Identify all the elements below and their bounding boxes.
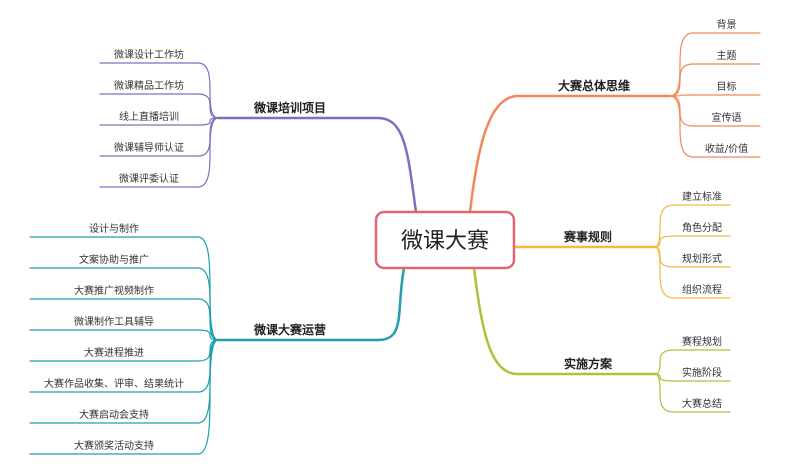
leaf-node[interactable]: 目标 — [717, 81, 737, 93]
branch-connector — [376, 116, 418, 214]
leaf-connector — [197, 298, 219, 341]
leaf-label: 大赛总结 — [682, 397, 722, 410]
leaf-connector — [669, 95, 694, 127]
branch-label: 实施方案 — [564, 356, 613, 371]
leaf-label: 线上直播培训 — [119, 110, 179, 123]
branch-node-operation[interactable]: 微课大赛运营 — [253, 322, 326, 337]
leaf-connector — [654, 373, 675, 382]
leaf-connector — [197, 339, 219, 362]
leaf-node[interactable]: 微课制作工具辅导 — [74, 315, 154, 328]
leaf-node[interactable]: 微课辅导师认证 — [114, 141, 184, 154]
leaf-node[interactable]: 角色分配 — [682, 221, 722, 234]
leaf-node[interactable]: 组织流程 — [682, 283, 722, 296]
leaf-connector — [197, 117, 219, 126]
leaf-node[interactable]: 大赛作品收集、评审、结果统计 — [44, 377, 184, 390]
center-node[interactable]: 微课大赛 — [374, 210, 516, 270]
leaf-connector — [197, 329, 219, 341]
leaf-node[interactable]: 大赛进程推进 — [84, 346, 144, 359]
branch-connector — [468, 94, 520, 214]
leaf-label: 组织流程 — [682, 283, 722, 296]
leaf-connector — [654, 246, 675, 299]
leaf-label: 微课设计工作坊 — [114, 48, 184, 61]
leaf-label: 实施阶段 — [682, 366, 722, 379]
leaf-connector — [197, 62, 219, 119]
leaf-label: 微课精品工作坊 — [114, 79, 184, 92]
leaf-label: 大赛作品收集、评审、结果统计 — [44, 377, 184, 390]
leaf-connector — [669, 63, 694, 97]
center-node-box — [374, 210, 516, 270]
leaf-node[interactable]: 主题 — [717, 50, 737, 62]
leaf-label: 收益/价值 — [705, 142, 748, 155]
leaf-label: 大赛启动会支持 — [79, 408, 149, 421]
leaf-label: 微课制作工具辅导 — [74, 315, 154, 328]
leaf-connector — [197, 339, 219, 393]
leaf-node[interactable]: 背景 — [717, 18, 737, 31]
leaf-node[interactable]: 实施阶段 — [682, 366, 722, 379]
leaf-connector — [197, 236, 219, 341]
leaf-node[interactable]: 微课评委认证 — [119, 172, 179, 185]
branch-connector — [472, 266, 520, 376]
center-node-label: 微课大赛 — [401, 229, 489, 254]
leaf-node[interactable]: 线上直播培训 — [119, 110, 179, 123]
leaf-node[interactable]: 建立标准 — [682, 190, 722, 203]
leaf-label: 设计与制作 — [89, 222, 139, 235]
leaf-connector — [197, 93, 219, 119]
branch-node-training[interactable]: 微课培训项目 — [253, 100, 326, 115]
branch-connector — [376, 266, 406, 342]
leaf-connector — [654, 373, 675, 413]
leaf-node[interactable]: 微课设计工作坊 — [114, 48, 184, 61]
leaf-connector — [197, 117, 219, 188]
leaf-node[interactable]: 宣传语 — [712, 111, 742, 124]
leaf-node[interactable]: 赛程规划 — [682, 335, 722, 348]
leaf-label: 规划形式 — [682, 252, 722, 265]
leaf-label: 目标 — [717, 81, 737, 93]
leaf-connector — [654, 204, 675, 248]
leaf-connector — [669, 32, 694, 97]
branch-label: 微课培训项目 — [253, 100, 326, 115]
branch-label: 大赛总体思维 — [558, 78, 630, 93]
leaf-node[interactable]: 规划形式 — [682, 252, 722, 265]
leaf-label: 背景 — [717, 18, 737, 31]
leaf-node[interactable]: 大赛颁奖活动支持 — [74, 439, 154, 452]
leaf-label: 大赛进程推进 — [84, 346, 144, 359]
leaf-node[interactable]: 大赛总结 — [682, 397, 722, 410]
leaf-label: 文案协助与推广 — [79, 253, 149, 266]
leaf-label: 赛程规划 — [682, 335, 722, 348]
leaf-connector — [197, 339, 219, 455]
leaf-connector — [654, 349, 675, 375]
leaf-label: 建立标准 — [682, 190, 722, 203]
branch-label: 微课大赛运营 — [253, 322, 326, 337]
leaf-node[interactable]: 大赛推广视频制作 — [74, 284, 154, 297]
leaf-label: 大赛颁奖活动支持 — [74, 439, 154, 452]
leaf-node[interactable]: 设计与制作 — [89, 222, 139, 235]
leaf-connector — [669, 94, 694, 97]
leaf-label: 微课辅导师认证 — [114, 141, 184, 154]
leaf-node[interactable]: 微课精品工作坊 — [114, 79, 184, 92]
leaf-node[interactable]: 大赛启动会支持 — [79, 408, 149, 421]
branch-label: 赛事规则 — [563, 229, 612, 244]
leaf-label: 大赛推广视频制作 — [74, 284, 154, 297]
leaf-connector — [669, 95, 694, 158]
leaf-node[interactable]: 收益/价值 — [705, 142, 748, 155]
leaf-connector — [654, 235, 675, 248]
leaf-node[interactable]: 文案协助与推广 — [79, 253, 149, 266]
branch-node-rules[interactable]: 赛事规则 — [563, 229, 612, 244]
leaf-connector — [197, 339, 219, 424]
branch-node-plan[interactable]: 实施方案 — [564, 356, 613, 371]
leaf-label: 主题 — [717, 50, 737, 62]
branch-node-thinking[interactable]: 大赛总体思维 — [558, 78, 630, 93]
leaf-label: 宣传语 — [712, 111, 742, 124]
leaf-connector — [197, 267, 219, 341]
leaf-label: 角色分配 — [682, 221, 722, 234]
leaf-label: 微课评委认证 — [119, 172, 179, 185]
